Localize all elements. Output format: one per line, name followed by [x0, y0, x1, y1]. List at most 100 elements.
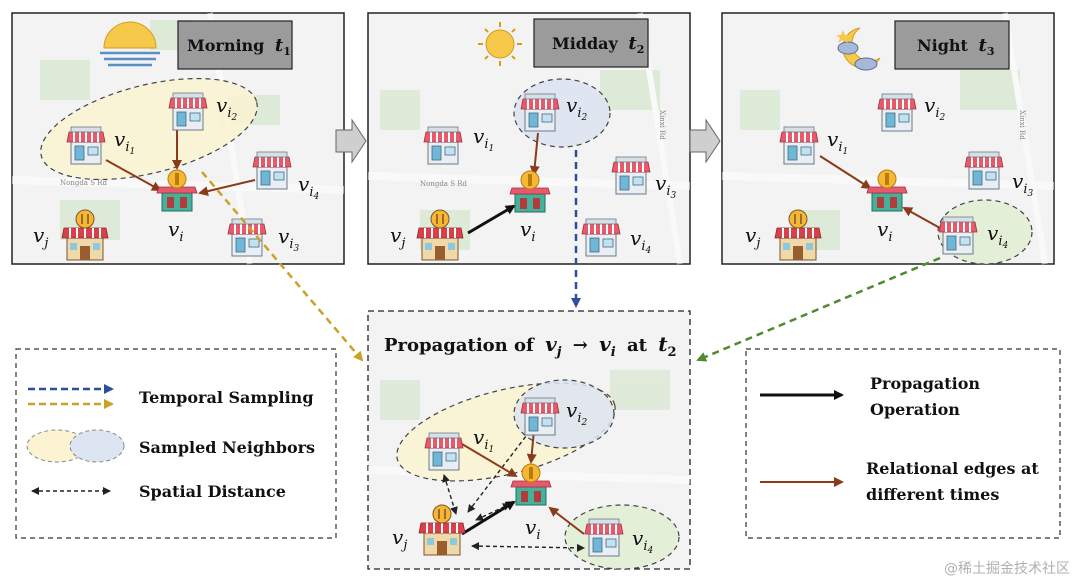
legend-relational-line1: Relational edges at: [866, 459, 1039, 478]
node-label-subsub: 2: [938, 113, 945, 123]
next-arrow-icon: [335, 118, 367, 164]
node-label-v: v: [877, 217, 889, 241]
svg-text:vi: vi: [520, 217, 535, 245]
relational-edge: [819, 155, 872, 190]
node-label-subsub: 4: [1001, 241, 1008, 251]
node-label-subsub: 3: [293, 244, 299, 254]
shop-icon: [227, 218, 267, 257]
node-label-sub: j: [41, 236, 48, 251]
node-label-subsub: 4: [644, 246, 651, 256]
node-label-subsub: 4: [312, 192, 319, 202]
relational-edge: [529, 132, 540, 176]
node-label-subsub: 1: [129, 147, 135, 157]
node-label-sub: i: [1023, 182, 1027, 197]
node-label-sub: i: [998, 234, 1002, 249]
svg-text:vi4: vi4: [632, 526, 653, 556]
node-label-v: v: [390, 223, 402, 247]
node-label-sub: i: [536, 528, 540, 543]
node-label-v: v: [216, 93, 228, 117]
moon-icon: [836, 27, 881, 71]
title-i: i: [611, 345, 616, 360]
temporal-sampling-arrow: [696, 256, 941, 362]
panel-title-box: [177, 20, 293, 70]
street-label: Nongda S Rd: [60, 179, 107, 187]
temporal-sampling-arrow: [201, 171, 364, 362]
legend-propagation-line2: Operation: [870, 400, 960, 419]
node-label-subsub: 1: [488, 144, 494, 154]
svg-text:vi: vi: [525, 515, 540, 543]
svg-text:vi2: vi2: [924, 93, 945, 123]
svg-text:Night t3: Night t3: [917, 35, 994, 58]
legend-spatial-distance: Spatial Distance: [139, 482, 286, 501]
shop-icon: [424, 432, 464, 471]
svg-text:vi3: vi3: [1012, 169, 1033, 199]
node-label-sub: i: [484, 438, 488, 453]
panel-title: Morning: [187, 36, 264, 55]
shop-icon: [520, 397, 560, 436]
panel-propagation: Propagation of vj → vi at t2 vi1 vi2 vi4…: [367, 310, 691, 570]
title-arrow: →: [573, 335, 588, 356]
propagation-edge: [467, 204, 516, 235]
time-subscript: 3: [987, 45, 995, 58]
propagation-title: Propagation of: [384, 335, 535, 356]
node-label-subsub: 3: [1027, 189, 1033, 199]
node-label-sub: i: [179, 230, 183, 245]
svg-text:vi2: vi2: [566, 93, 587, 123]
shop-icon: [611, 156, 651, 195]
street-label: Xinxi Rd: [1018, 110, 1026, 140]
node-label-subsub: 2: [580, 113, 587, 123]
node-label-v: v: [745, 223, 757, 247]
node-label-v: v: [632, 526, 644, 550]
time-subscript: 2: [637, 43, 645, 56]
shop-icon: [581, 218, 621, 257]
node-label-v: v: [392, 525, 404, 549]
legend-temporal-sampling: Temporal Sampling: [139, 388, 314, 407]
node-label-subsub: 2: [230, 113, 237, 123]
shop-icon: [877, 93, 917, 132]
node-label-v: v: [566, 398, 578, 422]
svg-text:vi4: vi4: [630, 226, 651, 256]
svg-text:vi1: vi1: [827, 127, 848, 157]
watermark: @稀土掘金技术社区: [944, 561, 1070, 577]
title-t-sub: 2: [667, 345, 676, 360]
legend-blue-ellipse: [69, 429, 125, 463]
legend-propagation-line1: Propagation: [870, 374, 980, 393]
svg-text:vi4: vi4: [298, 172, 319, 202]
node-label-sub: i: [125, 140, 129, 155]
svg-text:vi: vi: [877, 217, 892, 245]
svg-text:vi3: vi3: [655, 171, 676, 201]
shop-icon: [252, 151, 292, 190]
node-label-v: v: [655, 171, 667, 195]
sun-icon: [478, 22, 522, 66]
panel-midday: Nongda S Rd Xinxi Rd Midday t2 vi1 vi2 v…: [367, 12, 691, 265]
node-label-sub: i: [838, 140, 842, 155]
node-label-subsub: 4: [646, 546, 653, 556]
node-label-sub: i: [641, 239, 645, 254]
node-label-v: v: [473, 124, 485, 148]
node-label-v: v: [114, 127, 126, 151]
node-label-v: v: [168, 217, 180, 241]
node-label-sub: i: [577, 106, 581, 121]
next-arrow-icon: [689, 118, 721, 164]
shop-icon: [779, 126, 819, 165]
node-label-subsub: 2: [580, 418, 587, 428]
svg-text:vi: vi: [168, 217, 183, 245]
legend-frame: [745, 348, 1061, 539]
node-label-sub: i: [935, 106, 939, 121]
time-symbol: t: [628, 33, 637, 54]
node-label-v: v: [924, 93, 936, 117]
title-j: j: [554, 345, 562, 360]
shop-icon: [168, 92, 208, 131]
title-v: v: [545, 332, 557, 356]
shop-icon: [584, 518, 624, 557]
shop-icon: [520, 93, 560, 132]
node-label-v: v: [520, 217, 532, 241]
svg-text:vj: vj: [745, 223, 760, 251]
node-label-v: v: [1012, 169, 1024, 193]
propagation-edge: [461, 500, 516, 536]
node-label-sub: j: [400, 538, 407, 553]
panel-title: Midday: [552, 34, 619, 53]
shop-icon: [938, 216, 978, 255]
title-v: v: [599, 332, 611, 356]
